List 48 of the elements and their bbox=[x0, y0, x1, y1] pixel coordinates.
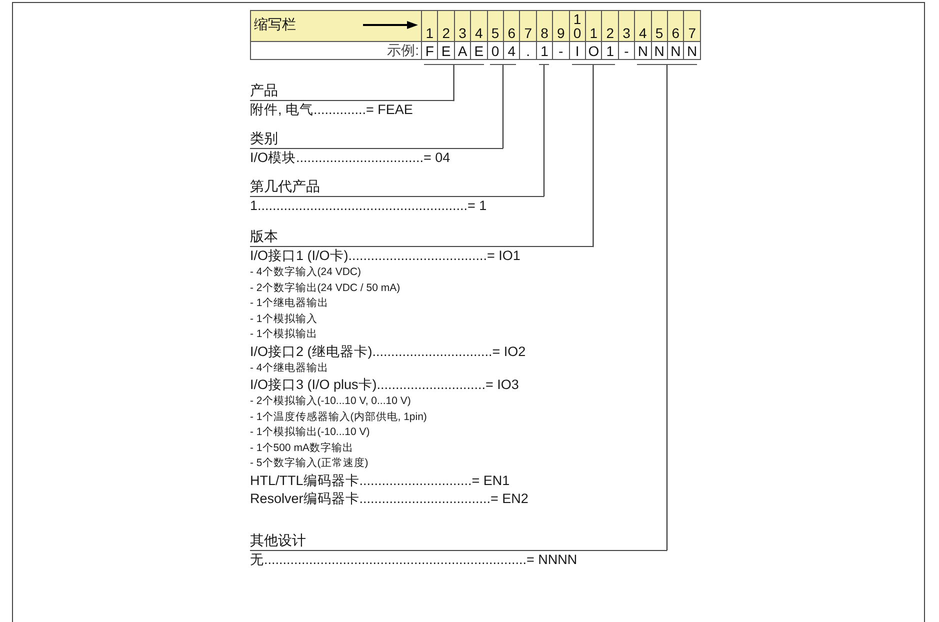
position-number-cell: 4 bbox=[470, 10, 488, 42]
position-number-cell: 1 bbox=[585, 10, 602, 42]
example-label-cell: 示例: bbox=[250, 41, 422, 60]
position-number-cell: 7 bbox=[519, 10, 537, 42]
position-number-cell: 2 bbox=[601, 10, 619, 42]
example-code-cell: N bbox=[683, 41, 701, 60]
leader-line bbox=[543, 65, 545, 198]
feature-note: - 4个继电器输出 bbox=[250, 362, 328, 374]
position-number-cell: 9 bbox=[552, 10, 570, 42]
column-heading: 缩写栏 bbox=[254, 16, 296, 32]
code-entry: 无......................................................................= NNNN bbox=[250, 552, 578, 567]
feature-note: - 1个温度传感器输入(内部供电, 1pin) bbox=[250, 410, 427, 422]
position-number-cell: 5 bbox=[650, 10, 668, 42]
section-heading: 其他设计 bbox=[250, 532, 306, 548]
code-entry: 1........................................................= 1 bbox=[250, 198, 487, 213]
feature-note: - 1个模拟输出(-10...10 V) bbox=[250, 426, 370, 438]
section-heading: 版本 bbox=[250, 228, 278, 244]
code-entry: I/O接口2 (继电器卡)................................= IO2 bbox=[250, 344, 526, 358]
position-number-cell: 2 bbox=[437, 10, 455, 42]
position-number-cell: 1 bbox=[421, 10, 438, 42]
feature-note: - 1个继电器输出 bbox=[250, 297, 328, 309]
feature-note: - 5个数字输入(正常速度) bbox=[250, 457, 368, 469]
section-heading: 产品 bbox=[250, 82, 278, 98]
feature-note: - 2个模拟输入(-10...10 V, 0...10 V) bbox=[250, 395, 411, 407]
leader-line bbox=[592, 65, 594, 248]
feature-note: - 1个500 mA数字输出 bbox=[250, 442, 354, 454]
position-number-cell: 6 bbox=[667, 10, 684, 42]
leader-line bbox=[502, 65, 504, 150]
code-entry: Resolver编码器卡...................................= EN2 bbox=[250, 490, 528, 506]
code-entry: 附件, 电气..............= FEAE bbox=[250, 102, 413, 117]
code-entry: I/O接口3 (I/O plus卡).............................= IO3 bbox=[250, 377, 519, 392]
feature-note: - 1个模拟输入 bbox=[250, 312, 318, 324]
code-entry: I/O接口1 (I/O卡).....................................= IO1 bbox=[250, 248, 520, 263]
feature-note: - 4个数字输入(24 VDC) bbox=[250, 266, 362, 278]
position-number-cell: 5 bbox=[486, 10, 504, 42]
leader-line bbox=[452, 65, 454, 102]
position-number-cell: 7 bbox=[683, 10, 701, 42]
section-heading: 类别 bbox=[250, 130, 278, 146]
leader-line bbox=[666, 65, 668, 552]
section-heading: 第几代产品 bbox=[250, 178, 320, 194]
feature-note: - 1个模拟输出 bbox=[250, 328, 318, 340]
position-number-cell: 6 bbox=[503, 10, 520, 42]
position-number-cell: 4 bbox=[634, 10, 652, 42]
code-section bbox=[250, 80, 453, 119]
code-entry: I/O模块..................................= 04 bbox=[250, 150, 450, 165]
position-number-cell: 10 bbox=[568, 10, 586, 42]
feature-note: - 2个数字输出(24 VDC / 50 mA) bbox=[250, 282, 400, 294]
code-entry: HTL/TTL编码器卡..............................= EN1 bbox=[250, 472, 510, 488]
